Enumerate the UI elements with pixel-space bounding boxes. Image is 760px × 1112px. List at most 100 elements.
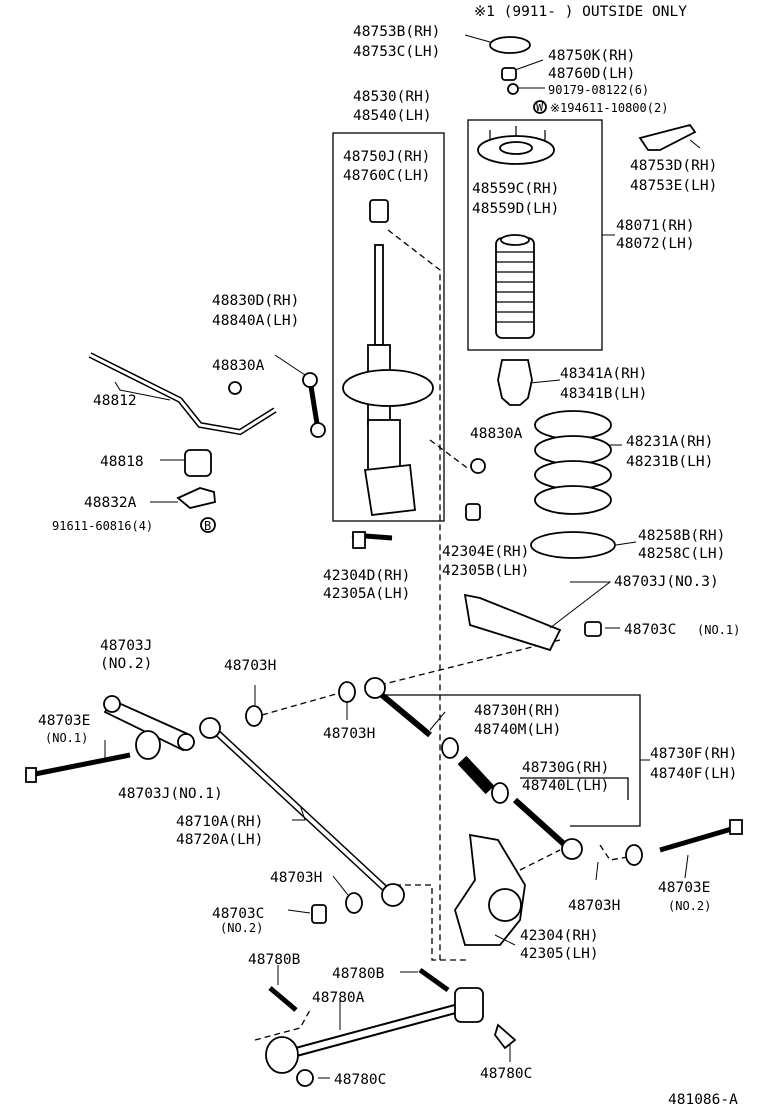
label-48703e-no2: 48703E (658, 880, 710, 896)
bushing-48703h-a-part (245, 705, 263, 727)
arm-no2-end1 (103, 695, 121, 713)
label-48530: 48530(RH) (353, 89, 432, 105)
label-48760d: 48760D(LH) (548, 66, 635, 82)
bolt-48703e-no2-head (729, 819, 743, 835)
knuckle-hub (488, 888, 522, 922)
strut-top-nut-part (369, 199, 389, 223)
label-48703j-no3: 48703J(NO.3) (614, 574, 719, 590)
label-48703e-no2-note: (NO.2) (668, 899, 711, 913)
label-48740f: 48740F(LH) (650, 766, 737, 782)
label-194611: ※194611-10800(2) (550, 101, 668, 115)
bushing-48703h-d-part (625, 844, 643, 866)
stabilizer-bushing-part (184, 449, 212, 477)
rear-arm-sub-bracket (520, 777, 629, 800)
leader-lines (104, 34, 701, 1079)
bolt-48703e-no2-part (659, 825, 736, 853)
nut-42304e-part (465, 503, 481, 521)
arm-48730h-end (364, 677, 386, 699)
label-48072: 48072(LH) (616, 236, 695, 252)
label-48559d: 48559D(LH) (472, 201, 559, 217)
upper-support-studs (489, 126, 546, 140)
label-48703h-b: 48703H (323, 726, 375, 742)
label-48703h-a: 48703H (224, 658, 276, 674)
bracket-48753d-part (638, 123, 697, 151)
label-48703c-no2: 48703C (212, 906, 264, 922)
label-42304: 42304(RH) (520, 928, 599, 944)
label-48703c-no1-note: (NO.1) (697, 623, 740, 637)
dust-boot-ribs (496, 251, 534, 323)
label-48703j-no1: 48703J(NO.1) (118, 786, 223, 802)
strut-lower-body (367, 419, 401, 471)
label-48231b: 48231B(LH) (626, 454, 713, 470)
label-48703e-no1: 48703E (38, 713, 90, 729)
knuckle-part (454, 833, 526, 946)
lower-arm-dash (395, 884, 470, 961)
bushing-48703h-b-part (338, 681, 356, 703)
nut-48780c-2-part (494, 1023, 517, 1050)
nut-48703c-no1-part (584, 621, 602, 637)
nut-48780c-1-part (296, 1069, 314, 1087)
label-48341a: 48341A(RH) (560, 366, 647, 382)
nut-48703c-no2-part (311, 904, 327, 924)
spring-seat-part (342, 369, 434, 407)
label-91611: 91611-60816(4) (52, 519, 153, 533)
label-48753e: 48753E(LH) (630, 178, 717, 194)
label-48780b-2: 48780B (332, 966, 385, 982)
label-90179: 90179-08122(6) (548, 83, 649, 97)
arm-no2-end2 (177, 733, 195, 751)
stabilizer-link-top (302, 372, 318, 388)
label-48710a: 48710A(RH) (176, 814, 263, 830)
label-48730f: 48730F(RH) (650, 746, 737, 762)
stabilizer-bracket-part (176, 487, 216, 509)
mount-nut-part (501, 67, 517, 81)
arm-mount-dash (379, 639, 561, 686)
label-48258b: 48258B(RH) (638, 528, 725, 544)
label-48818: 48818 (100, 454, 144, 470)
label-48730g: 48730G(RH) (522, 760, 609, 776)
arm-adjuster-part (457, 755, 495, 795)
label-48703j-no2-note: (NO.2) (100, 656, 152, 672)
long-arm-end2 (381, 883, 405, 907)
coil-spring-part (534, 410, 612, 515)
label-48703h-d: 48703H (568, 898, 620, 914)
arm-48730h-part (380, 692, 432, 738)
label-91611-mark: B (204, 519, 211, 533)
label-42305b: 42305B(LH) (442, 563, 529, 579)
strut-assembly-box (332, 132, 445, 522)
nut-48830a-right-part (470, 458, 486, 474)
arm-48730g-part (512, 797, 568, 848)
mount-cap-part (489, 36, 531, 54)
label-48780c-1: 48780C (334, 1072, 386, 1088)
label-48830d: 48830D(RH) (212, 293, 299, 309)
label-48780a: 48780A (312, 990, 365, 1006)
strut-rod-part (374, 244, 384, 346)
bolt-48780b-2-part (418, 967, 450, 993)
bolt-48703e-no1-head (25, 767, 37, 783)
label-48703j-no2: 48703J (100, 638, 152, 654)
long-arm-end1 (199, 717, 221, 739)
stabilizer-bar-inner (89, 353, 276, 434)
arm-48730g-bushing (491, 782, 509, 804)
label-48341b: 48341B(LH) (560, 386, 647, 402)
label-48812: 48812 (93, 393, 137, 409)
dust-boot-top (500, 234, 530, 246)
bolt-42304d-head (352, 531, 366, 549)
header-note: ※1 (9911- ) OUTSIDE ONLY (474, 4, 687, 20)
label-48750j: 48750J(RH) (343, 149, 430, 165)
lower-link-end2 (454, 987, 484, 1023)
label-42305a: 42305A(LH) (323, 586, 410, 602)
label-48703h-c: 48703H (270, 870, 322, 886)
rear-link-dash (254, 1009, 311, 1041)
nut-48830a-part (228, 381, 242, 395)
bolt-48703e-no1-part (29, 752, 131, 778)
callout-labels: ※1 (9911- ) OUTSIDE ONLY 48753B(RH) 4875… (38, 4, 740, 1108)
label-48720a: 48720A(LH) (176, 832, 263, 848)
label-42305: 42305(LH) (520, 946, 599, 962)
bolt-mark-circle (200, 517, 216, 533)
label-48760c: 48760C(LH) (343, 168, 430, 184)
strut-bolt-dash (429, 439, 471, 471)
bushing-48703j-no1-part (135, 730, 161, 760)
bushing-dash (261, 689, 351, 716)
bolt-48780b-1-part (268, 986, 298, 1012)
bushing-48703h-c-part (345, 892, 363, 914)
